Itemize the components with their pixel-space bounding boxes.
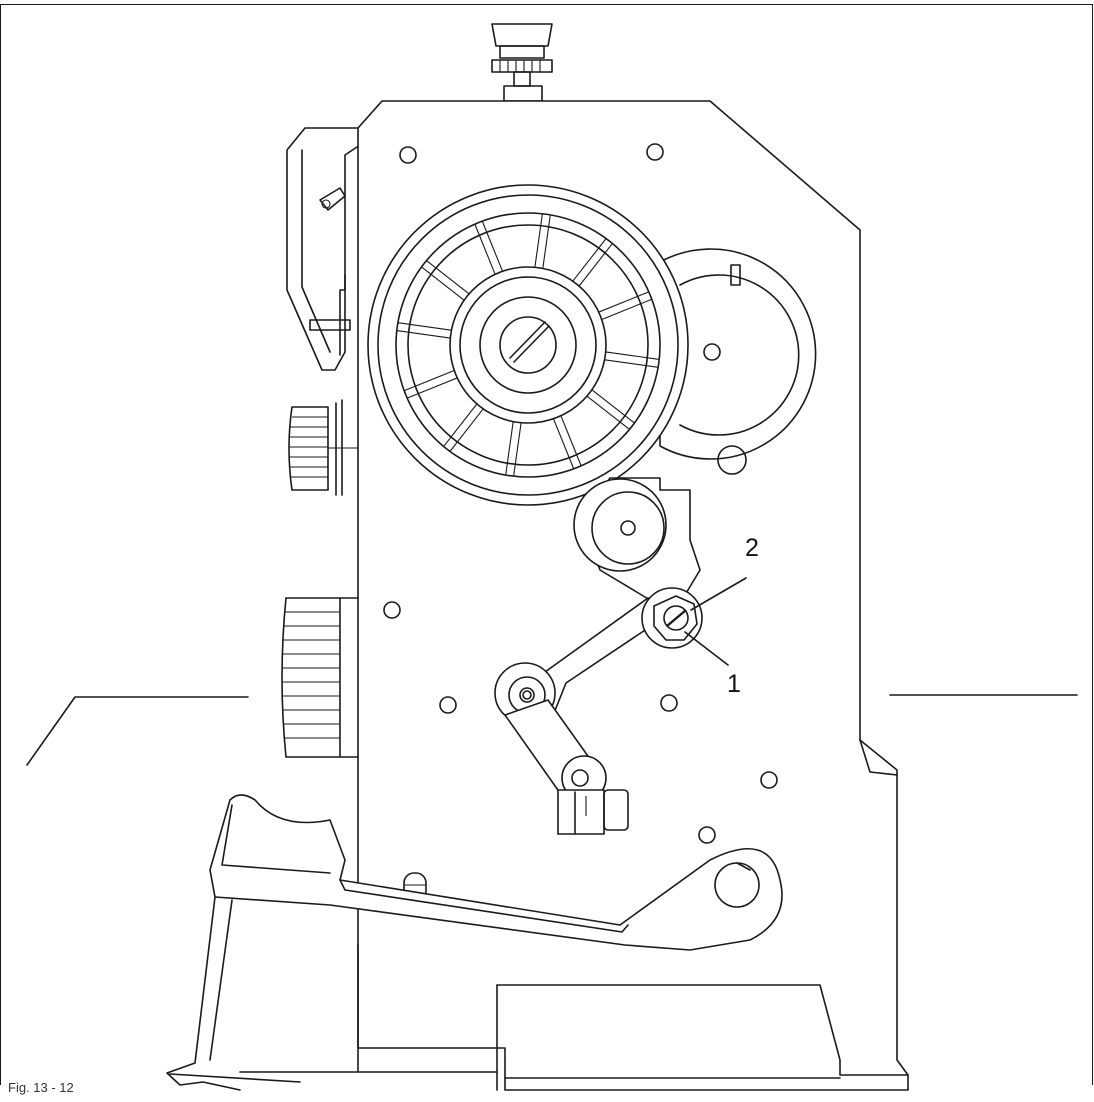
handwheel (367, 184, 689, 506)
callout-2-label: 2 (745, 534, 759, 562)
handwheel-spoke (426, 260, 470, 295)
knee-lever (166, 794, 783, 1091)
table-outline (26, 694, 1078, 766)
handwheel-spoke (586, 395, 630, 430)
handwheel-spoke (443, 403, 478, 447)
figure-caption: Fig. 13 - 12 (8, 1080, 74, 1095)
handwheel-spoke (604, 359, 659, 368)
handwheel-spoke (474, 223, 496, 275)
handwheel-spoke (578, 243, 613, 287)
callout-1: 1 (684, 631, 741, 698)
handwheel-spoke (534, 213, 543, 268)
handwheel-spoke (560, 415, 582, 467)
handwheel-spoke (542, 214, 551, 269)
handwheel-spoke (513, 422, 522, 477)
figure-frame (0, 4, 1093, 1085)
handwheel-spoke (406, 377, 458, 399)
handwheel-spoke (481, 220, 503, 272)
handwheel-spoke (553, 418, 575, 470)
handwheel-spoke (397, 322, 452, 331)
handwheel-spoke (505, 421, 514, 476)
handwheel-spoke (605, 351, 660, 360)
handwheel-spoke (598, 291, 650, 313)
callout-1-label: 1 (727, 670, 741, 698)
handwheel-spoke (449, 408, 484, 452)
handwheel-spoke (572, 238, 607, 282)
callout-2: 2 (690, 534, 759, 611)
top-adjusting-screw (491, 23, 553, 102)
handwheel-spoke (601, 298, 653, 320)
lower-base (239, 944, 909, 1091)
left-thread-guide-bracket (286, 127, 373, 371)
handwheel-spoke (421, 266, 465, 301)
handwheel-spoke (396, 330, 451, 339)
right-cam-disc (659, 248, 817, 475)
handwheel-spoke (403, 370, 455, 392)
handwheel-spoke (591, 389, 635, 424)
lower-left-knob (281, 597, 359, 758)
plate-holes (383, 143, 778, 844)
upper-left-knob (288, 399, 358, 496)
lower-link (494, 662, 629, 835)
